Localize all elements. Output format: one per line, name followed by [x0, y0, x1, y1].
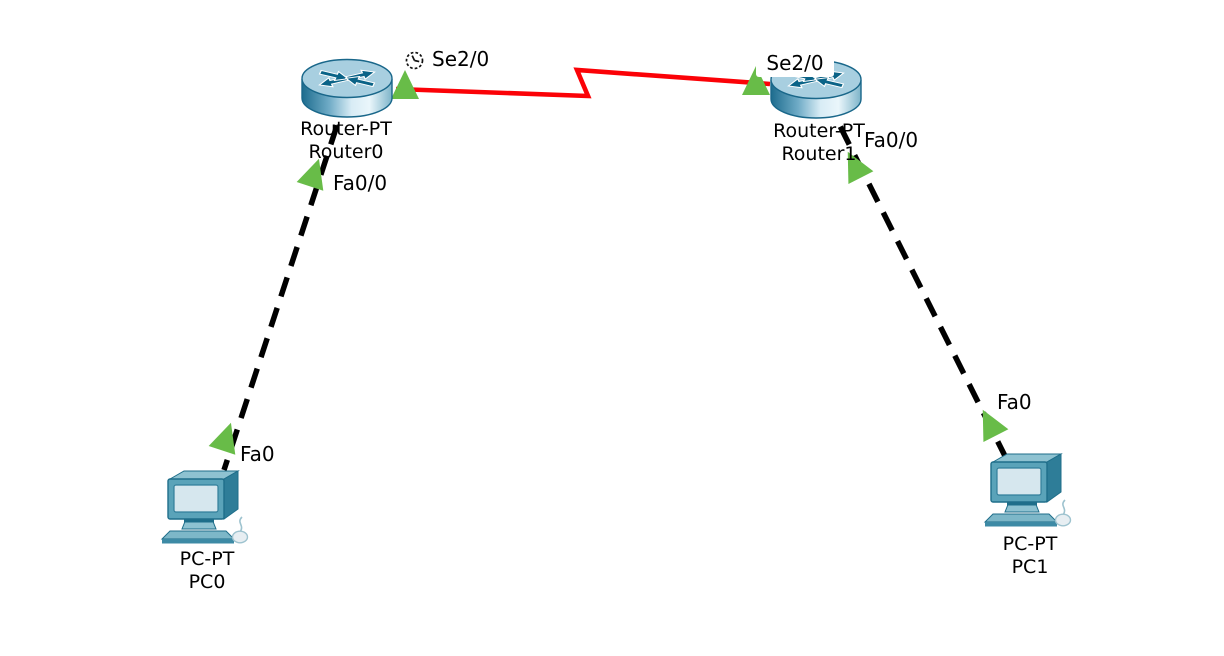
pc0-model: PC-PT: [179, 548, 235, 570]
router0-icon[interactable]: [302, 60, 392, 118]
router0-se2-0-port-text: Se2/0: [432, 47, 490, 71]
serial-link-router0-router1[interactable]: [395, 67, 771, 99]
pc0-name: PC0: [188, 571, 226, 593]
link-up-indicator-router0-se2-0: [391, 70, 419, 99]
router1-model: Router-PT: [773, 120, 865, 142]
router0-se2-0-port-label: Se2/0: [404, 47, 489, 72]
pc1-model: PC-PT: [1002, 533, 1058, 555]
router0-label[interactable]: Router-PT Router0: [300, 118, 392, 164]
link-up-indicator-pc0-fa0: [208, 418, 245, 455]
pc0-fa0-port-label: Fa0: [240, 442, 275, 466]
pc0-icon[interactable]: [161, 470, 249, 545]
router1-se2-0-port-label: Se2/0: [756, 48, 834, 77]
router1-se2-0-port-text: Se2/0: [766, 50, 824, 75]
router1-name: Router1: [781, 143, 857, 165]
router1-fa0-0-port-label: Fa0/0: [864, 128, 919, 152]
router0-fa0-0-port-label: Fa0/0: [333, 171, 388, 195]
ethernet-link-router0-pc0[interactable]: [221, 94, 350, 471]
router1-label[interactable]: Router-PT Router1: [773, 120, 865, 166]
router0-model: Router-PT: [300, 118, 392, 140]
router0-name: Router0: [308, 141, 384, 163]
pc1-name: PC1: [1011, 556, 1049, 578]
pc0-label[interactable]: PC-PT PC0: [180, 548, 235, 594]
pc1-label[interactable]: PC-PT PC1: [1003, 533, 1058, 579]
pc1-icon[interactable]: [984, 453, 1072, 528]
pc1-fa0-port-label: Fa0: [997, 390, 1032, 414]
clock-icon: [405, 51, 424, 70]
